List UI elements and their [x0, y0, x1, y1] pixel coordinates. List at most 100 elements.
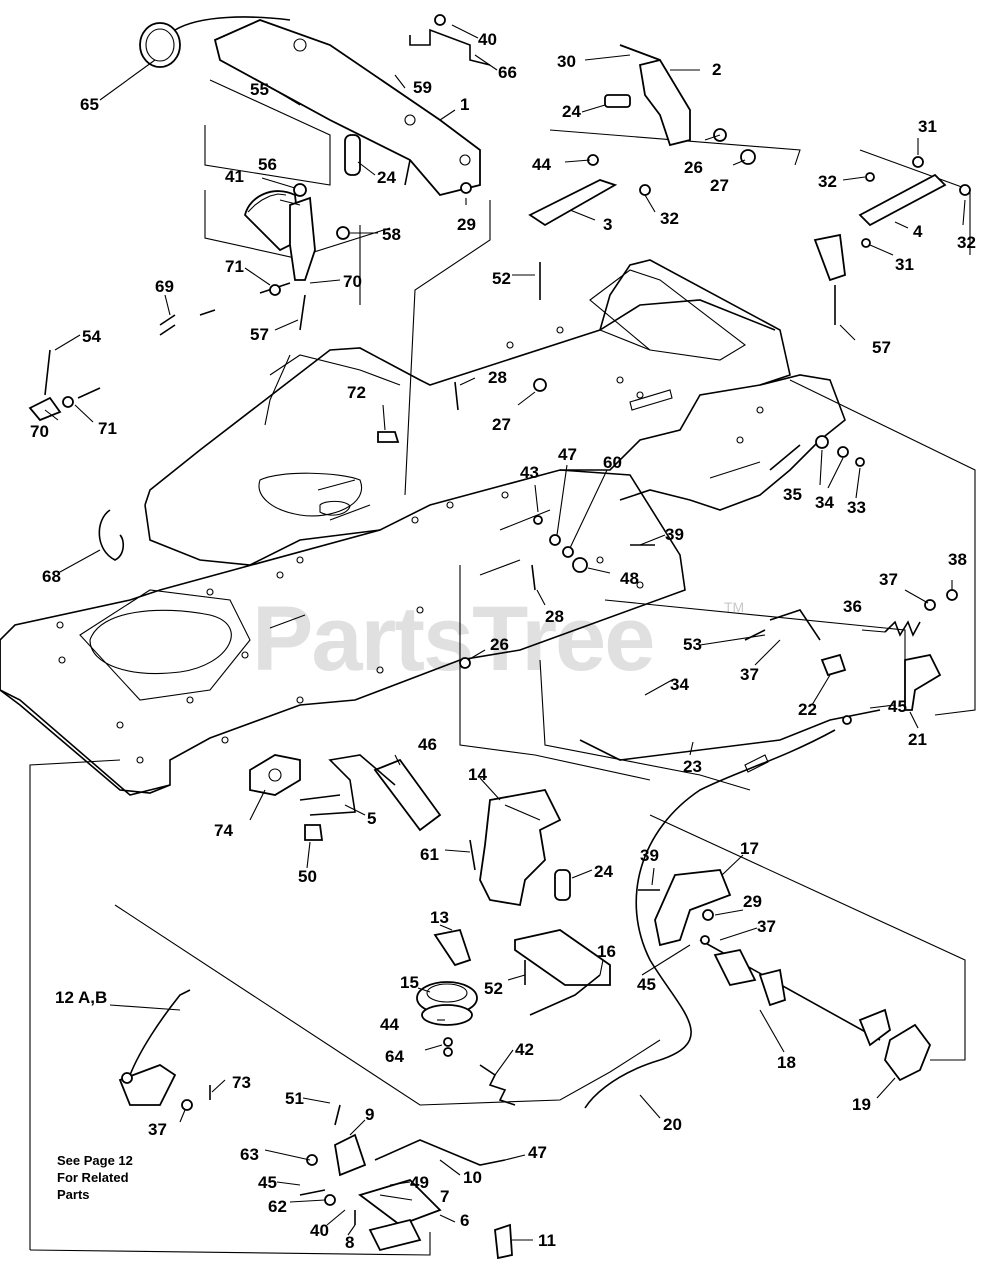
callout-41: 41 — [225, 167, 244, 186]
callout-70-left: 70 — [30, 422, 49, 441]
callout-31-top: 31 — [918, 117, 937, 136]
note-line-1: See Page 12 — [57, 1153, 133, 1168]
callout-14: 14 — [468, 765, 487, 784]
link-4 — [858, 156, 971, 248]
rod-23 — [579, 709, 881, 761]
callout-13: 13 — [430, 908, 449, 927]
callout-29-top: 29 — [457, 215, 476, 234]
spring-42 — [479, 1064, 516, 1106]
callout-31-lower: 31 — [895, 255, 914, 274]
pin-53 — [744, 629, 766, 641]
callout-57-right: 57 — [872, 338, 891, 357]
callout-44-lower: 44 — [380, 1015, 399, 1034]
callout-29-lower: 29 — [743, 892, 762, 911]
main-frame — [0, 259, 846, 796]
bracket-57 — [813, 233, 846, 325]
callout-19: 19 — [852, 1095, 871, 1114]
cable-20 — [584, 729, 836, 1109]
callout-45-right: 45 — [888, 697, 907, 716]
callout-32-left: 32 — [818, 172, 837, 191]
callout-35: 35 — [783, 485, 802, 504]
pivot-parts-43-47-48-60 — [533, 515, 588, 573]
clip-11 — [494, 1223, 513, 1260]
callout-24-crank: 24 — [562, 102, 581, 121]
callout-74: 74 — [214, 821, 233, 840]
link-3 — [528, 154, 651, 227]
spring-36 — [884, 589, 958, 637]
rod-66 — [409, 28, 491, 66]
callout-37-mid: 37 — [740, 665, 759, 684]
callout-55: 55 — [250, 80, 269, 99]
callout-47-top: 47 — [558, 445, 577, 464]
callout-73: 73 — [232, 1073, 251, 1092]
callout-12ab: 12 A,B — [55, 988, 107, 1007]
callout-24-top: 24 — [377, 168, 396, 187]
nut-26-lower — [459, 657, 471, 669]
callout-15: 15 — [400, 973, 419, 992]
callout-68: 68 — [42, 567, 61, 586]
callout-48: 48 — [620, 569, 639, 588]
callout-47-lower: 47 — [528, 1143, 547, 1162]
callout-59: 59 — [413, 78, 432, 97]
pin-69 — [159, 309, 216, 336]
callout-16: 16 — [597, 942, 616, 961]
callout-43: 43 — [520, 463, 539, 482]
bolt-61 — [469, 839, 476, 871]
clip-65 — [139, 16, 291, 68]
sector-gear-41 — [244, 183, 350, 331]
callout-39-lower: 39 — [640, 846, 659, 865]
pedal-pad-46 — [373, 758, 442, 832]
related-parts-note: See Page 12 For Related Parts — [57, 1153, 133, 1202]
callout-28-top: 28 — [488, 368, 507, 387]
callout-56: 56 — [258, 155, 277, 174]
callout-66: 66 — [498, 63, 517, 82]
callout-2: 2 — [712, 60, 721, 79]
watermark: PartsTree — [252, 588, 653, 690]
callout-69: 69 — [155, 277, 174, 296]
screw-28-lower — [531, 564, 536, 591]
callout-33: 33 — [847, 498, 866, 517]
callout-60: 60 — [603, 453, 622, 472]
callout-52-top: 52 — [492, 269, 511, 288]
callout-34-mid: 34 — [670, 675, 689, 694]
callout-4: 4 — [913, 222, 923, 241]
callout-61: 61 — [420, 845, 439, 864]
callout-57-left: 57 — [250, 325, 269, 344]
callout-9: 9 — [365, 1105, 374, 1124]
callout-38: 38 — [948, 550, 967, 569]
callout-53: 53 — [683, 635, 702, 654]
callout-40-lower: 40 — [310, 1221, 329, 1240]
leader-lines — [44, 24, 966, 1241]
callout-26-top: 26 — [684, 158, 703, 177]
callout-36: 36 — [843, 597, 862, 616]
callout-49: 49 — [410, 1173, 429, 1192]
callout-51: 51 — [285, 1089, 304, 1108]
callout-24-lower: 24 — [594, 862, 613, 881]
note-line-2: For Related — [57, 1170, 129, 1185]
gasket-74 — [249, 754, 301, 796]
spring-24-top — [344, 134, 361, 176]
note-line-3: Parts — [57, 1187, 90, 1202]
callout-17: 17 — [740, 839, 759, 858]
callout-70-top: 70 — [343, 272, 362, 291]
callout-45-mid: 45 — [637, 975, 656, 994]
pivot-22 — [820, 653, 847, 677]
bracket-13 — [433, 928, 472, 967]
callout-50: 50 — [298, 867, 317, 886]
rod-10 — [374, 1139, 506, 1166]
callout-72: 72 — [347, 383, 366, 402]
clip-68 — [98, 509, 125, 561]
callout-22: 22 — [798, 700, 817, 719]
callout-26-lower: 26 — [490, 635, 509, 654]
callout-8: 8 — [345, 1233, 354, 1252]
callout-21: 21 — [908, 730, 927, 749]
callout-labels: 1 2 3 4 5 6 7 8 9 10 11 12 A,B 13 14 15 … — [30, 30, 976, 1252]
callout-71-top: 71 — [225, 257, 244, 276]
bracket-9 — [334, 1104, 367, 1177]
callout-64: 64 — [385, 1047, 404, 1066]
callout-63: 63 — [240, 1145, 259, 1164]
callout-39-mid: 39 — [665, 525, 684, 544]
bracket-21 — [904, 653, 942, 711]
pivot-70-71 — [28, 349, 101, 422]
callout-6: 6 — [460, 1211, 469, 1230]
